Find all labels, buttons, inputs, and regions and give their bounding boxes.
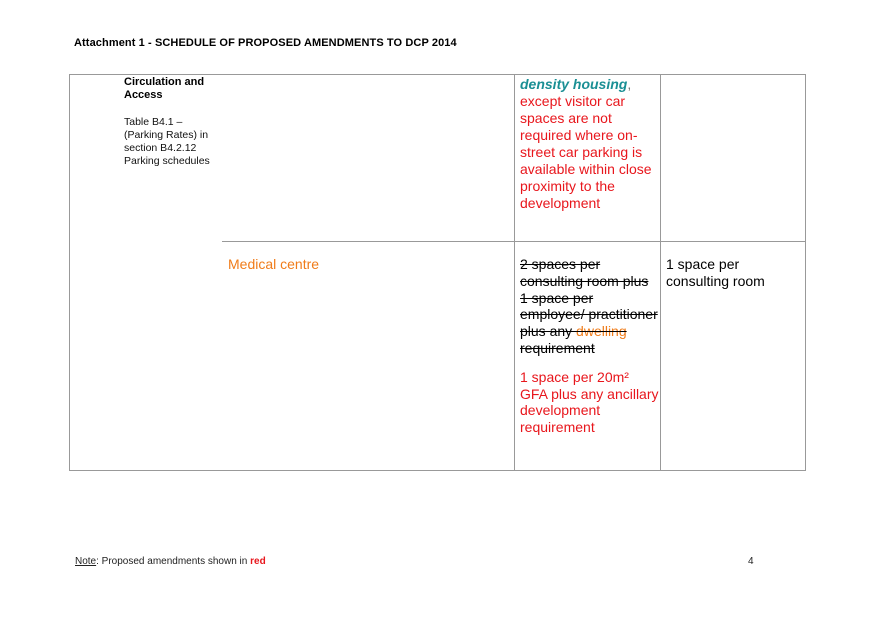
table-column-divider xyxy=(514,74,515,471)
row1-amended-control: density housing, except visitor car spac… xyxy=(520,76,660,212)
deleted-text-part: 2 spaces per consulting room plus 1 spac… xyxy=(520,256,658,340)
deleted-text: 2 spaces per consulting room plus 1 spac… xyxy=(520,256,660,357)
page-number: 4 xyxy=(748,556,754,567)
table-border-left xyxy=(69,74,70,471)
land-use-label: Medical centre xyxy=(228,256,320,272)
added-text-red: except visitor car spaces are not requir… xyxy=(520,93,652,211)
note-text: : Proposed amendments shown in xyxy=(96,556,251,567)
added-text-teal: density housing xyxy=(520,76,628,92)
note-label: Note xyxy=(75,556,97,567)
table-column-divider xyxy=(660,74,661,471)
deleted-text-orange: dwelling xyxy=(576,323,627,340)
page-header-title: Attachment 1 - SCHEDULE OF PROPOSED AMEN… xyxy=(74,37,457,49)
section-title: Circulation and Access xyxy=(124,76,205,101)
deleted-text-part: requirement xyxy=(520,339,595,356)
footer-note: Note: Proposed amendments shown in red xyxy=(75,556,266,567)
note-red-word: red xyxy=(250,556,266,567)
row2-existing-control: 2 spaces per consulting room plus 1 spac… xyxy=(520,256,660,436)
table-border-right xyxy=(805,74,806,471)
punctuation: , xyxy=(627,76,632,92)
row2-proposed-control: 1 space per consulting room xyxy=(666,256,765,289)
table-row-divider xyxy=(222,241,806,242)
section-reference: Table B4.1 – (Parking Rates) in section … xyxy=(124,116,210,167)
added-text-red: 1 space per 20m² GFA plus any ancillary … xyxy=(520,368,659,436)
table-border-bottom xyxy=(69,470,806,471)
table-border-top xyxy=(69,74,806,75)
